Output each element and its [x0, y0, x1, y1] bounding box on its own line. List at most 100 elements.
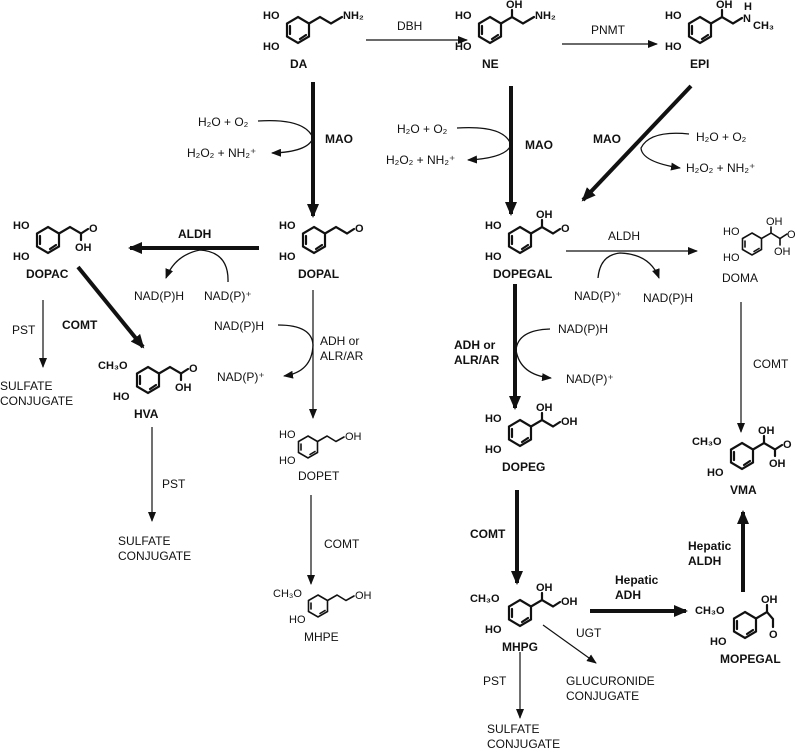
- product-conjugate-label: CONJUGATE: [118, 549, 191, 563]
- cofactor-h2o2-nh2: H₂O₂ + NH₂⁺: [386, 153, 455, 167]
- compound-label-doma: DOMA: [722, 271, 758, 285]
- substituent: O: [355, 223, 364, 235]
- substituent: O: [89, 223, 98, 235]
- cofactor-nadp: NAD(P)⁺: [217, 370, 265, 384]
- compound-label-ne: NE: [482, 57, 499, 71]
- cofactor-h2o2-nh2: H₂O₂ + NH₂⁺: [187, 146, 256, 160]
- enzyme-adh-dopal-1: ADH or: [320, 334, 359, 348]
- enzyme-adh-dopegal-1: ADH or: [454, 338, 496, 352]
- substituent: HO: [485, 624, 502, 636]
- product-conjugate-label: CONJUGATE: [566, 689, 639, 703]
- molecule-dopal: HO HO O DOPAL: [279, 220, 364, 281]
- enzyme-mao-ne: MAO: [525, 138, 553, 152]
- substituent: OH: [716, 0, 733, 11]
- substituent: HO: [665, 10, 682, 22]
- cofactor-curve-da: [257, 119, 314, 157]
- substituent: HO: [455, 41, 472, 53]
- molecule-mopegal: CH₃O HO OH O MOPEGAL: [695, 594, 781, 666]
- substituent: CH₃: [753, 20, 774, 32]
- molecule-dopegal: HO HO OH O DOPEGAL: [485, 209, 570, 281]
- enzyme-aldh-dopegal: ALDH: [608, 229, 640, 243]
- substituent: OH: [536, 402, 553, 414]
- compound-label-vma: VMA: [730, 483, 757, 497]
- compound-label-da: DA: [290, 57, 308, 71]
- substituent: HO: [723, 226, 740, 238]
- cofactor-h2o-o2: H₂O + O₂: [198, 115, 249, 129]
- cofactor-curve-epi: [640, 132, 690, 171]
- substituent: HO: [13, 251, 30, 263]
- molecule-doma: HO HO OH O OH DOMA: [722, 216, 796, 285]
- cofactor-curve-dopegal-adh: [515, 328, 552, 382]
- cofactor-nadph: NAD(P)H: [134, 289, 184, 303]
- substituent: O: [783, 439, 792, 451]
- molecule-dopac: HO HO O OH DOPAC: [13, 220, 98, 281]
- cofactor-nadp: NAD(P)⁺: [566, 372, 614, 386]
- arrow-dopac-to-hva: [76, 265, 145, 349]
- substituent: HO: [710, 636, 727, 648]
- enzyme-mao-epi: MAO: [593, 132, 621, 146]
- product-conjugate-label: CONJUGATE: [0, 394, 73, 408]
- substituent: CH₃O: [98, 360, 128, 372]
- cofactor-h2o-o2: H₂O + O₂: [397, 122, 448, 136]
- substituent: NH₂: [535, 10, 556, 22]
- enzyme-hepatic-aldh-2: ALDH: [688, 554, 721, 568]
- enzyme-comt-doma: COMT: [753, 357, 789, 371]
- enzyme-comt-dopet: COMT: [324, 537, 360, 551]
- substituent: OH: [345, 431, 362, 443]
- substituent: HO: [485, 413, 502, 425]
- substituent: HO: [485, 444, 502, 456]
- enzyme-adh-dopal-2: ALR/AR: [320, 349, 364, 363]
- product-sulfate-label: SULFATE: [487, 722, 539, 736]
- substituent: HO: [723, 252, 740, 264]
- product-sulfate-label: SULFATE: [118, 534, 170, 548]
- cofactor-nadph: NAD(P)H: [214, 319, 264, 333]
- substituent: OH: [175, 382, 192, 394]
- molecule-vma: CH₃O HO OH O OH VMA: [692, 425, 792, 497]
- substituent: OH: [506, 0, 523, 11]
- substituent: HO: [279, 429, 296, 441]
- arrow-epi-to-dopegal: [581, 84, 693, 202]
- cofactor-curve-ne: [456, 126, 512, 164]
- enzyme-hepatic-aldh-1: Hepatic: [688, 539, 732, 553]
- substituent: OH: [536, 582, 553, 594]
- substituent: HO: [279, 220, 296, 232]
- substituent: HO: [289, 614, 306, 626]
- substituent: O: [769, 629, 778, 641]
- substituent: OH: [761, 594, 778, 606]
- substituent: HO: [485, 251, 502, 263]
- compound-label-hva: HVA: [134, 407, 159, 421]
- substituent: OH: [766, 216, 783, 228]
- enzyme-adh-dopegal-2: ALR/AR: [454, 353, 500, 367]
- substituent: O: [787, 229, 796, 241]
- enzyme-dbh: DBH: [397, 19, 422, 33]
- compound-label-dopal: DOPAL: [298, 267, 339, 281]
- molecule-dopeg: HO HO OH OH DOPEG: [485, 402, 578, 474]
- substituent: CH₃O: [692, 436, 722, 448]
- benzene-ring: [285, 15, 311, 45]
- substituent: CH₃O: [273, 588, 302, 600]
- cofactor-h2o2-nh2: H₂O₂ + NH₂⁺: [686, 161, 755, 175]
- enzyme-mao-da: MAO: [325, 132, 353, 146]
- substituent: HO: [13, 220, 30, 232]
- enzyme-comt-dopeg: COMT: [470, 527, 506, 541]
- enzyme-hepatic-adh-1: Hepatic: [615, 573, 659, 587]
- molecule-mhpg: CH₃O HO OH OH MHPG: [470, 582, 578, 654]
- substituent: HO: [263, 10, 280, 22]
- substituent: O: [189, 363, 198, 375]
- substituent: HO: [113, 391, 130, 403]
- cofactor-curve-dopegal: [597, 252, 660, 279]
- compound-label-mopegal: MOPEGAL: [720, 652, 781, 666]
- substituent: HO: [485, 220, 502, 232]
- product-glucuronide-label: GLUCURONIDE: [566, 674, 655, 688]
- molecule-mhpe: CH₃O HO OH MHPE: [273, 588, 372, 644]
- substituent: HO: [455, 10, 472, 22]
- cofactor-h2o-o2: H₂O + O₂: [696, 130, 747, 144]
- enzyme-pst-hva: PST: [162, 477, 186, 491]
- substituent: HO: [707, 467, 724, 479]
- enzyme-pst-mhpg: PST: [483, 674, 507, 688]
- cofactor-nadp: NAD(P)⁺: [204, 289, 252, 303]
- substituent: HO: [279, 251, 296, 263]
- enzyme-comt-dopac: COMT: [62, 318, 98, 332]
- enzyme-ugt: UGT: [576, 626, 602, 640]
